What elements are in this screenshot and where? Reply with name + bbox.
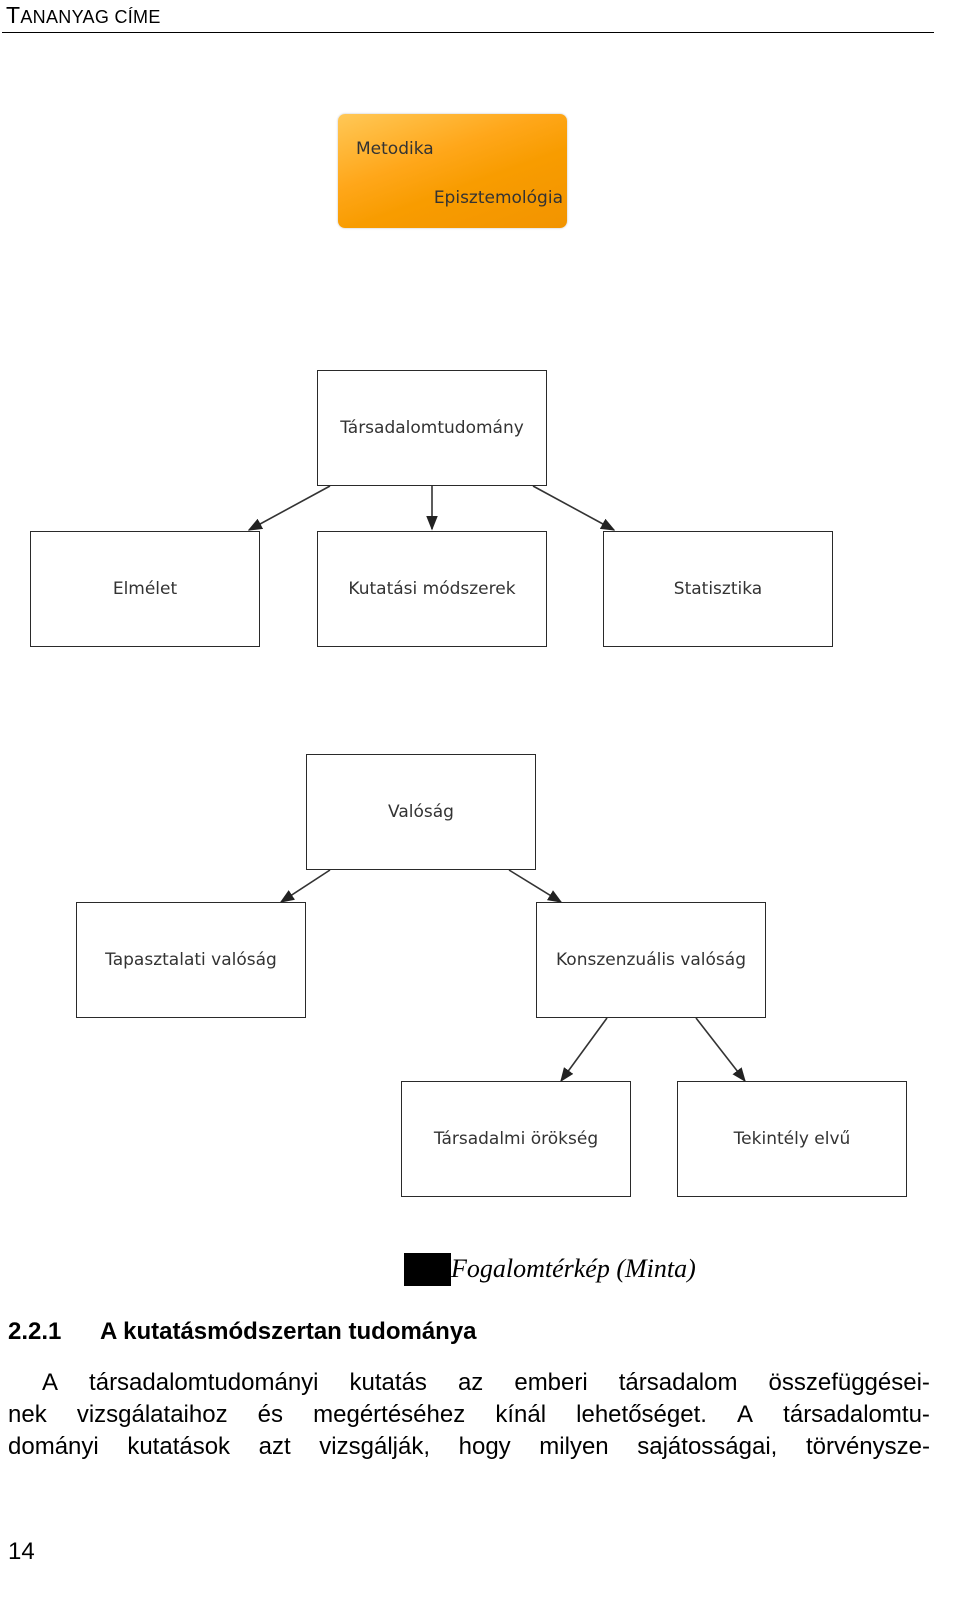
node-experiential-reality: Tapasztalati valóság: [76, 902, 306, 1018]
page-number: 14: [8, 1538, 35, 1565]
paragraph-line-2: nek vizsgálataihoz és megértéséhez kínál…: [8, 1399, 930, 1431]
node-reality: Valóság: [306, 754, 536, 870]
section-number: 2.2.1: [8, 1318, 62, 1345]
section-heading: 2.2.1 A kutatásmódszertan tudománya: [8, 1318, 477, 1346]
word: vizsgálataihoz: [76, 1401, 228, 1428]
arrow-social-to-theory: [247, 485, 331, 531]
node-social-heritage-label: Társadalmi örökség: [433, 1129, 599, 1149]
figure-caption: Fogalomtérkép (Minta): [451, 1254, 696, 1283]
node-authority-based: Tekintély elvű: [677, 1081, 907, 1197]
word: kutatás: [349, 1369, 427, 1396]
word: A: [42, 1369, 59, 1396]
header-rule: [2, 32, 934, 33]
node-social-heritage: Társadalmi örökség: [401, 1081, 631, 1197]
word: dományi: [8, 1433, 99, 1460]
word: társadalom: [618, 1369, 738, 1396]
word: A: [737, 1401, 754, 1428]
node-experiential-reality-label: Tapasztalati valóság: [105, 950, 277, 970]
word: és: [257, 1401, 284, 1428]
word: megértéséhez: [313, 1401, 466, 1428]
node-statistics: Statisztika: [603, 531, 833, 647]
word: vizsgálják,: [319, 1433, 431, 1460]
node-consensual-reality: Konszenzuális valóság: [536, 902, 766, 1018]
word: milyen: [539, 1433, 609, 1460]
arrow-social-to-statistics: [532, 485, 616, 531]
word: lehetőséget.: [576, 1401, 707, 1428]
arrow-reality-to-consensual: [508, 869, 563, 903]
running-header: TANANYAG CÍME: [6, 2, 161, 29]
header-title-rest: ANANYAG CÍME: [20, 7, 161, 27]
word: törvénysze-: [805, 1433, 930, 1460]
node-reality-label: Valóság: [388, 802, 454, 822]
word: hogy: [458, 1433, 511, 1460]
section-title: A kutatásmódszertan tudománya: [100, 1318, 477, 1345]
word: társadalomtudományi: [89, 1369, 319, 1396]
node-social-science: Társadalomtudomány: [317, 370, 547, 486]
arrow-consensual-to-heritage: [560, 1017, 608, 1083]
caption-redaction-block: [404, 1253, 451, 1286]
node-statistics-label: Statisztika: [673, 579, 763, 599]
word: társadalomtu-: [783, 1401, 930, 1428]
node-consensual-reality-label: Konszenzuális valóság: [556, 950, 746, 970]
methodology-box: Metodika Episztemológia: [338, 114, 567, 228]
word: kutatások: [127, 1433, 231, 1460]
node-theory-label: Elmélet: [112, 579, 178, 599]
node-social-science-label: Társadalomtudomány: [340, 418, 524, 438]
arrow-reality-to-experiential: [279, 869, 331, 903]
word: sajátosságai,: [637, 1433, 778, 1460]
word: kínál: [495, 1401, 547, 1428]
body-paragraph: A társadalomtudományi kutatás az emberi …: [8, 1367, 930, 1463]
node-research-methods-label: Kutatási módszerek: [348, 579, 516, 599]
header-title-initial: T: [6, 2, 21, 28]
word: az: [457, 1369, 484, 1396]
word: azt: [258, 1433, 291, 1460]
paragraph-line-1: A társadalomtudományi kutatás az emberi …: [8, 1367, 930, 1399]
paragraph-line-3: dományi kutatások azt vizsgálják, hogy m…: [8, 1431, 930, 1463]
node-theory: Elmélet: [30, 531, 260, 647]
word: összefüggései-: [768, 1369, 930, 1396]
word: nek: [8, 1401, 47, 1428]
methodology-label: Metodika: [356, 139, 434, 159]
arrow-consensual-to-authority: [695, 1017, 746, 1083]
epistemology-label: Episztemológia: [433, 188, 563, 208]
word: emberi: [514, 1369, 588, 1396]
node-research-methods: Kutatási módszerek: [317, 531, 547, 647]
node-authority-based-label: Tekintély elvű: [733, 1129, 851, 1149]
